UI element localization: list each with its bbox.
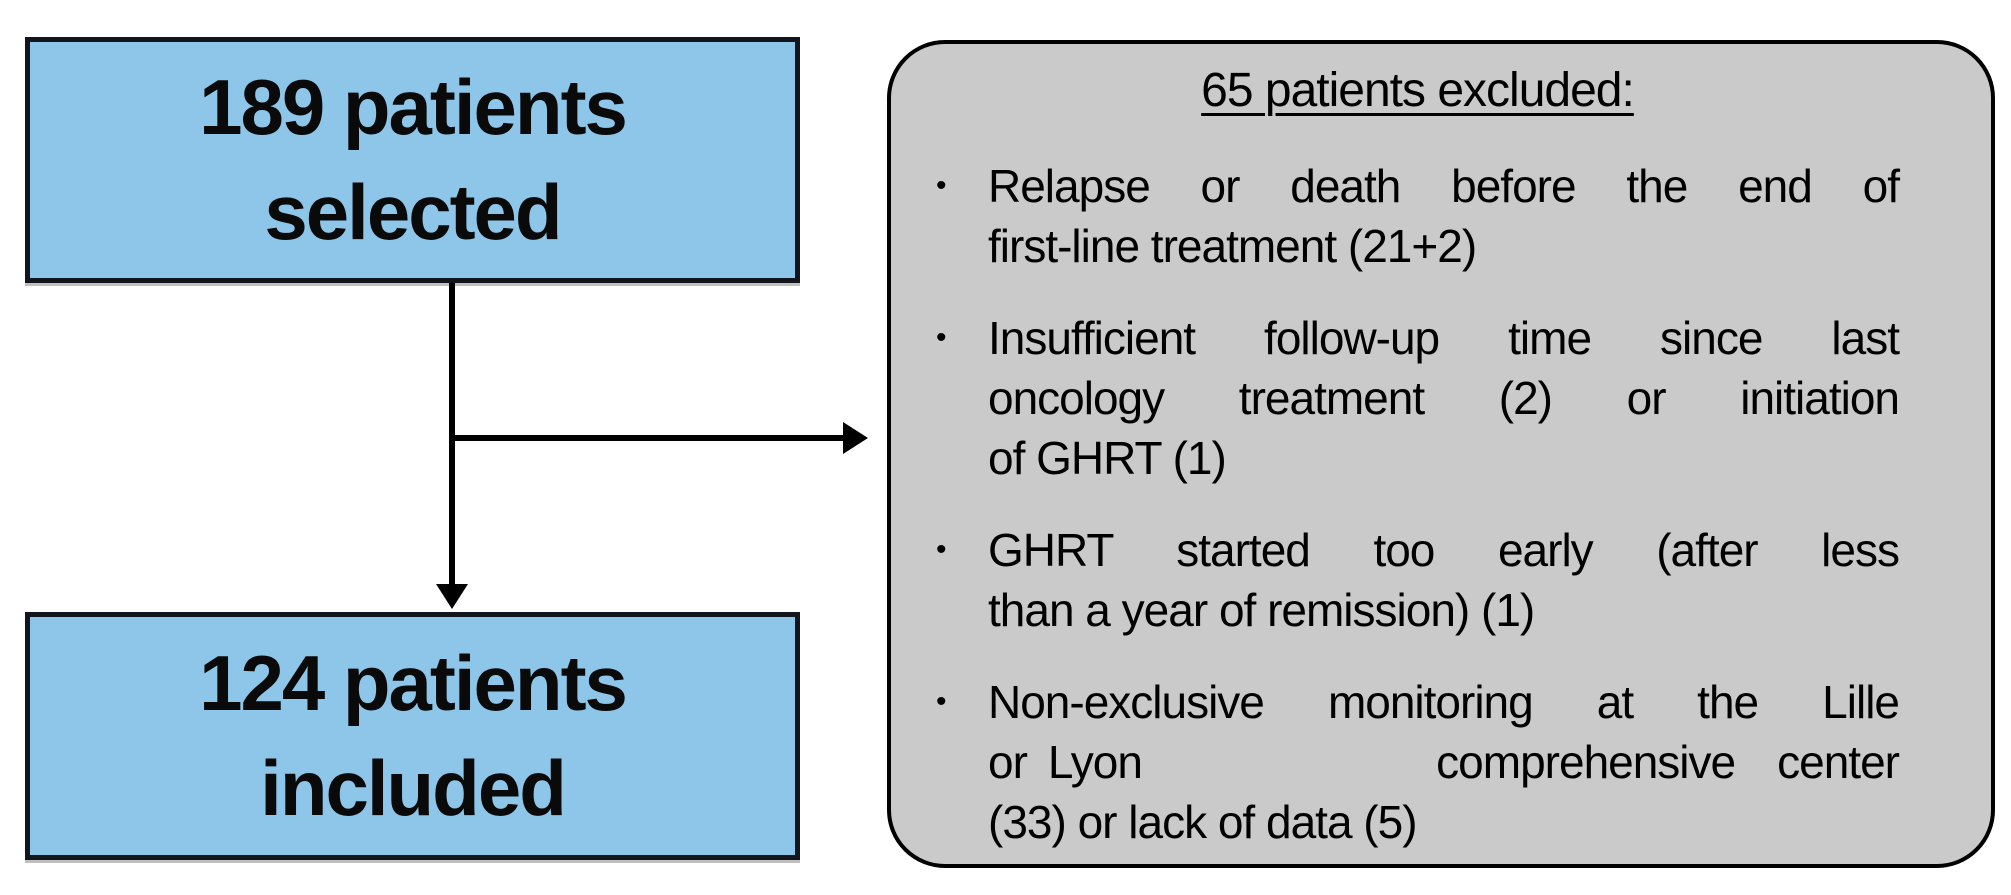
bullet-marker-icon: • xyxy=(936,533,947,566)
bullet-line: Insufficient follow-up time since last xyxy=(988,312,1900,364)
bullet-line: Non-exclusive monitoring at the Lille xyxy=(988,676,1900,728)
selected-patients-label: 189 patients selected xyxy=(199,63,628,256)
exclusion-reason-item: • GHRT started too early (after less tha… xyxy=(936,520,1900,640)
exclusion-reason-text: GHRT started too early (after less than … xyxy=(988,520,1900,640)
bullet-line: or Lyon comprehensive center xyxy=(988,736,1900,788)
arrowhead-down-icon xyxy=(436,584,468,609)
exclusion-reason-item: • Non-exclusive monitoring at the Lille … xyxy=(936,672,1900,852)
excluded-panel-title: 65 patients excluded: xyxy=(1201,64,1635,117)
included-patients-label: 124 patients included xyxy=(199,639,628,832)
excluded-panel: 65 patients excluded: • Relapse or death… xyxy=(887,40,1995,868)
flow-arrow-vertical-line xyxy=(449,283,455,585)
included-patients-box: 124 patients included xyxy=(25,612,800,860)
exclusion-reason-text: Relapse or death before the end of first… xyxy=(988,156,1900,276)
bullet-line: of GHRT (1) xyxy=(988,432,1227,484)
exclusion-reason-text: Non-exclusive monitoring at the Lille or… xyxy=(988,672,1900,852)
exclusion-reason-text: Insufficient follow-up time since last o… xyxy=(988,308,1900,488)
bullet-line: first-line treatment (21+2) xyxy=(988,220,1477,272)
branch-arrow-horizontal-line xyxy=(452,435,844,441)
bullet-line: than a year of remission) (1) xyxy=(988,584,1535,636)
bullet-marker-icon: • xyxy=(936,321,947,354)
exclusion-reason-item: • Relapse or death before the end of fir… xyxy=(936,156,1900,276)
bullet-line: Relapse or death before the end of xyxy=(988,160,1900,212)
bullet-line: GHRT started too early (after less xyxy=(988,524,1900,576)
exclusion-reason-item: • Insufficient follow-up time since last… xyxy=(936,308,1900,488)
bullet-line: oncology treatment (2) or initiation xyxy=(988,372,1900,424)
bullet-marker-icon: • xyxy=(936,169,947,202)
bullet-line: (33) or lack of data (5) xyxy=(988,796,1418,848)
arrowhead-right-icon xyxy=(843,422,868,454)
selected-patients-box: 189 patients selected xyxy=(25,37,800,283)
bullet-marker-icon: • xyxy=(936,685,947,718)
